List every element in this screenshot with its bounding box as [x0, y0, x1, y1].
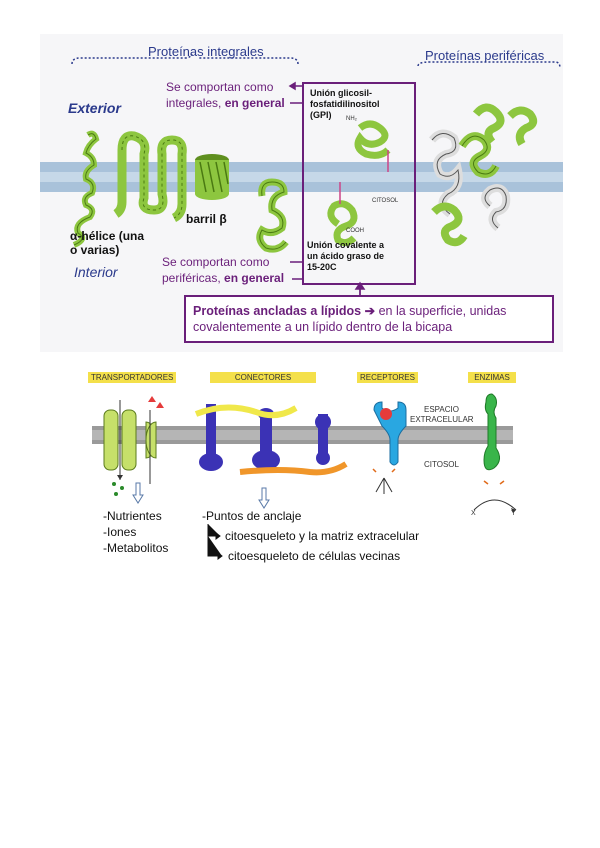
cytoskeleton-fiber	[239, 461, 348, 476]
lipid-anchored-protein-left	[256, 178, 289, 253]
receptor-signal-arrows	[372, 468, 396, 494]
enzyme-protein	[483, 393, 500, 471]
beta-barrel-protein	[195, 154, 229, 200]
anchor-title: -Puntos de anclaje	[202, 509, 302, 523]
fatty-acid-label-line2: un ácido graso de	[307, 251, 385, 261]
transport-list: -Nutrientes -Iones -Metabolitos	[103, 508, 168, 556]
anchored-proteins-box	[184, 295, 554, 343]
behave-integral-emphasis: en general	[224, 96, 285, 110]
anchor-item-1: citoesqueleto y la matriz extracelular	[225, 529, 420, 543]
behave-peripheral-emphasis: en general	[224, 271, 285, 285]
behave-peripheral-line2: periféricas, en general	[162, 271, 284, 286]
anchored-proteins-line2: covalentemente a un lípido dentro de la …	[193, 320, 453, 334]
beta-barrel-label: barril β	[186, 212, 227, 226]
enzyme-reaction-arrow	[473, 480, 517, 513]
anchored-proteins-line1: Proteínas ancladas a lípidos ➔ en la sup…	[193, 304, 507, 318]
cytosol-label-bottom: CITOSOL	[424, 460, 459, 469]
behave-peripheral-line1: Se comportan como	[162, 255, 270, 269]
anchor-item-2: citoesqueleto de células vecinas	[228, 549, 401, 563]
behave-integral-line1: Se comportan como	[166, 80, 274, 94]
product-y-label: Y	[511, 510, 516, 517]
lipid-bilayer-top	[40, 162, 563, 192]
lipid-bilayer-bottom	[92, 426, 513, 444]
cooh-label: COOH	[346, 228, 364, 234]
nh2-label: NH₂	[346, 116, 357, 122]
fatty-acid-label-line1: Unión covalente a	[307, 240, 385, 250]
peripheral-protein-green	[431, 103, 538, 247]
alpha-helix-protein-multi	[113, 131, 187, 223]
fatty-acid-label-line3: 15-20C	[307, 262, 337, 272]
behave-integral-line2: integrales, en general	[166, 96, 285, 111]
list-item: -Nutrientes	[103, 509, 162, 523]
tag-enzymes: ENZIMAS	[468, 372, 516, 383]
list-item: -Metabolitos	[103, 541, 169, 555]
substrate-x-label: X	[471, 510, 476, 517]
behave-peripheral-text: periféricas,	[162, 271, 225, 285]
alpha-helix-label-line1: α-hélice (una	[70, 229, 145, 243]
extracellular-matrix-fiber	[194, 404, 298, 419]
fatty-acid-anchored-protein	[327, 182, 358, 247]
alpha-helix-label-line2: o varias)	[70, 243, 120, 257]
list-item: -Iones	[103, 525, 137, 539]
exterior-label: Exterior	[68, 100, 121, 116]
peripheral-proteins-header: Proteínas periféricas	[425, 48, 545, 63]
receptor-protein	[373, 401, 407, 466]
gpi-label-line1: Unión glicosil-	[310, 88, 372, 98]
extracellular-label-line2: EXTRACELULAR	[410, 415, 474, 424]
peripheral-protein-outline	[428, 129, 511, 232]
transported-molecules	[112, 396, 164, 496]
tag-receptors: RECEPTORES	[357, 372, 418, 383]
gpi-label-line2: fosfatidilinositol	[310, 99, 380, 109]
integral-proteins-header: Proteínas integrales	[148, 44, 264, 59]
behave-integral-text: integrales,	[166, 96, 225, 110]
connector-protein-3	[315, 414, 331, 465]
tag-connectors: CONECTORES	[210, 372, 316, 383]
transporter-carrier	[145, 410, 157, 484]
tag-transporters: TRANSPORTADORES	[88, 372, 177, 383]
peripheral-bracket	[417, 61, 561, 69]
connector-protein-1	[199, 404, 223, 471]
arrow-down-connector	[258, 487, 270, 509]
anchored-proteins-title: Proteínas ancladas a lípidos	[193, 304, 362, 318]
gpi-label-line3: (GPI)	[310, 110, 332, 120]
integral-bracket	[71, 53, 299, 65]
extracellular-label-line1: ESPACIO	[424, 405, 459, 414]
alpha-helix-protein-single	[72, 130, 100, 248]
anchored-proteins-desc1: en la superficie, unidas	[375, 304, 507, 318]
transporter-channel	[103, 400, 137, 480]
citosol-label-top: CITOSOL	[372, 198, 399, 204]
interior-label: Interior	[74, 264, 118, 280]
anchor-list-arrows	[207, 524, 223, 560]
arrow-down-transport	[132, 482, 144, 504]
gpi-anchored-protein	[354, 120, 391, 172]
